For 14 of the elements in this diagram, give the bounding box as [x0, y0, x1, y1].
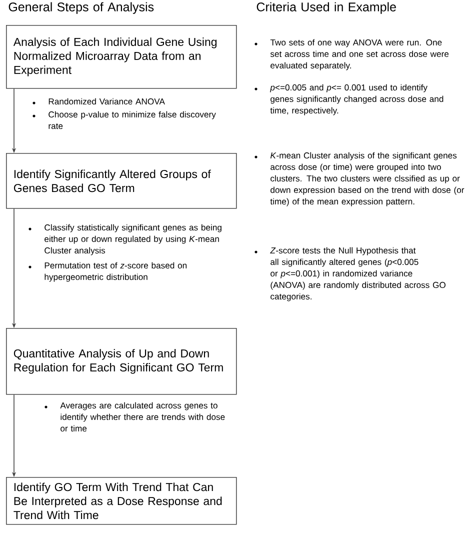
heading: General Steps of Analysis	[8, 2, 154, 14]
bullet-text: Permutation test of z-score based on hypergeometric distribution	[44, 262, 187, 282]
process-box: Identify GO Term With Trend That Can Be Interpreted as a Dose Response and Trend With Time	[6, 477, 237, 525]
bullet-text: K-mean Cluster analysis of the significant genes across dose (or time) were grouped into two clusters. The two clusters were clssified as up or down expression based on the trend with dose (or time) of the mean expression pattern.	[270, 152, 464, 206]
bullet-text: Classify statistically significant genes as being either up or down regulated by using K-mean Cluster analysis	[44, 224, 222, 256]
bullet-text: Choose p-value to minimize false discovery rate	[48, 111, 216, 129]
heading: Criteria Used in Example	[256, 2, 396, 14]
process-box: Analysis of Each Individual Gene Using Normalized Microarray Data from an Experiment	[6, 25, 237, 89]
bullet-text: Randomized Variance ANOVA	[48, 98, 165, 104]
process-box: Quantitative Analysis of Up and Down Regulation for Each Significant GO Term	[6, 328, 237, 395]
bullet-text: Z-score tests the Null Hypothesis that all significantly altered genes (p<0.005 or p<=0.001) in randomized variance (ANOVA) are randomly distributed across GO categories.	[270, 247, 446, 302]
process-box: Identify Significantly Altered Groups of Genes Based GO Term	[6, 153, 237, 209]
bullet-text: p<=0.005 and p<= 0.001 used to identify genes significantly changed across dose and time, respectively.	[270, 84, 444, 116]
bullet-text: Two sets of one way ANOVA were run. One set across time and one set across dose were evaluated separately.	[270, 39, 449, 70]
